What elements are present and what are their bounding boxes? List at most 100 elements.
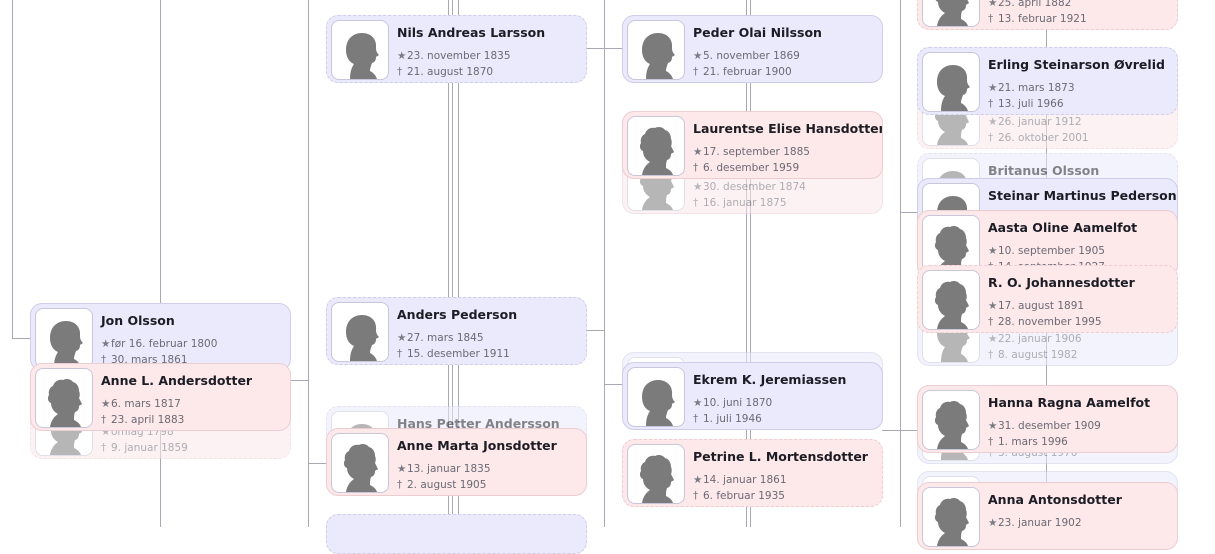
death-date-value: 2. august 1905 [407, 479, 487, 491]
birth-date: ★27. mars 1845 [397, 330, 510, 346]
connector-line [160, 0, 161, 527]
death-date: †21. februar 1900 [693, 64, 800, 80]
dagger-icon: † [988, 349, 994, 361]
person-dates: ★10. juni 1870 † 1. juli 1946 [693, 395, 772, 427]
birth-date-value: 17. august 1891 [998, 300, 1085, 312]
birth-date: ★13. januar 1835 [397, 461, 491, 477]
birth-date-value: 10. september 1905 [998, 245, 1105, 257]
birth-date-value: 27. mars 1845 [407, 332, 484, 344]
death-date-value: 1. juli 1946 [703, 413, 762, 425]
connector-line [12, 0, 13, 338]
star-icon: ★ [693, 397, 703, 409]
death-date: †28. november 1995 [988, 314, 1102, 330]
dagger-icon: † [988, 316, 994, 328]
person-dates: ★25. april 1882†13. februar 1921 [988, 0, 1087, 27]
star-icon: ★ [988, 333, 998, 345]
star-icon: ★ [988, 517, 998, 529]
person-card-anne-l-andersdotter[interactable]: Anne L. Andersdotter★6. mars 1817†23. ap… [30, 363, 291, 431]
person-card-hanna-ragna-aamelfot[interactable]: Hanna Ragna Aamelfot★31. desember 1909†1… [917, 385, 1178, 453]
star-icon: ★ [397, 332, 407, 344]
connector-line [12, 338, 34, 339]
person-card-anne-marta-jonsdotter[interactable]: Anne Marta Jonsdotter★13. januar 1835†2.… [326, 428, 587, 496]
birth-date-value: 5. november 1869 [703, 50, 800, 62]
person-name: Peder Olai Nilsson [693, 25, 822, 40]
dagger-icon: † [988, 447, 994, 459]
person-name: Nils Andreas Larsson [397, 25, 546, 40]
death-date-value: 1. mars 1996 [998, 436, 1068, 448]
birth-date: ★26. januar 1912 [988, 114, 1089, 130]
female-silhouette-icon [922, 270, 980, 330]
birth-date: ★17. september 1885 [693, 144, 810, 160]
person-card-laurentse-elise-hansdotter[interactable]: Laurentse Elise Hansdotter ★17. september… [622, 111, 883, 179]
person-dates: ★22. januar 1906†8. august 1982 [988, 331, 1082, 363]
birth-date-value: 21. mars 1873 [998, 82, 1075, 94]
male-silhouette-icon [627, 20, 685, 80]
dagger-icon: † [693, 413, 699, 425]
death-date: †9. januar 1859 [101, 440, 188, 456]
person-dates: ★26. januar 1912†26. oktober 2001 [988, 114, 1089, 146]
star-icon: ★ [988, 420, 998, 432]
person-dates: ★5. november 1869†21. februar 1900 [693, 48, 800, 80]
person-card-ekrem-k-jeremiassen[interactable]: Ekrem K. Jeremiassen ★10. juni 1870 † 1. ju… [622, 362, 883, 430]
dagger-icon: † [988, 98, 994, 110]
star-icon: ★ [988, 245, 998, 257]
person-card-petrine-l-mortensdotter[interactable]: Petrine L. Mortensdotter★14. januar 1861… [622, 439, 883, 507]
male-silhouette-icon [331, 302, 389, 362]
person-name: Hanna Ragna Aamelfot [988, 395, 1151, 410]
star-icon: ★ [988, 116, 998, 128]
person-card-nils-andreas-larsson[interactable]: Nils Andreas Larsson★23. november 1835†2… [326, 15, 587, 83]
death-date: †6. februar 1935 [693, 488, 787, 504]
death-date-value: 13. juli 1966 [998, 98, 1064, 110]
connector-line [308, 463, 328, 464]
person-card-anna-antonsdotter[interactable]: Anna Antonsdotter★23. januar 1902 [917, 482, 1178, 550]
dagger-icon: † [693, 490, 699, 502]
person-name: Petrine L. Mortensdotter [693, 449, 868, 464]
death-date-value: 16. januar 1875 [703, 197, 787, 209]
star-icon: ★ [988, 300, 998, 312]
birth-date-value: 23. januar 1902 [998, 517, 1082, 529]
connector-line [448, 0, 449, 527]
male-silhouette-icon [35, 308, 93, 368]
person-dates: ★21. mars 1873†13. juli 1966 [988, 80, 1075, 112]
birth-date: ★22. januar 1906 [988, 331, 1082, 347]
person-card-jon-olsson[interactable]: Jon Olsson★før 16. februar 1800†30. mars… [30, 303, 291, 371]
birth-date-value: 13. januar 1835 [407, 463, 491, 475]
death-date: †2. august 1905 [397, 477, 491, 493]
birth-date: ★23. november 1835 [397, 48, 511, 64]
connector-line [586, 330, 604, 331]
person-name: Anders Pederson [397, 307, 518, 322]
female-silhouette-icon [331, 433, 389, 493]
dagger-icon: † [988, 13, 994, 25]
person-card-peder-olai-nilsson[interactable]: Peder Olai Nilsson★5. november 1869†21. … [622, 15, 883, 83]
dagger-icon: † [988, 436, 994, 448]
connector-line [308, 0, 309, 527]
birth-date: ★10. september 1905 [988, 243, 1105, 259]
person-name: Jon Olsson [101, 313, 175, 328]
star-icon: ★ [988, 0, 998, 9]
death-date-value: 26. oktober 2001 [998, 132, 1089, 144]
connector-line [750, 0, 751, 527]
star-icon: ★ [693, 181, 703, 193]
death-date-value: 9. januar 1859 [111, 442, 188, 454]
person-card-top-right[interactable]: ★25. april 1882†13. februar 1921 [917, 0, 1178, 30]
birth-date: ★før 16. februar 1800 [101, 336, 217, 352]
female-silhouette-icon [922, 390, 980, 450]
person-card-erling-steinarson-ovrelid[interactable]: Erling Steinarson Øvrelid★21. mars 1873†… [917, 47, 1178, 115]
person-name: Ekrem K. Jeremiassen [693, 372, 847, 387]
connector-line [604, 0, 605, 527]
person-card-r-o-johannesdotter[interactable]: R. O. Johannesdotter★17. august 1891†28.… [917, 265, 1178, 333]
birth-date: ★10. juni 1870 [693, 395, 772, 411]
birth-date-value: 10. juni 1870 [703, 397, 773, 409]
death-date: †8. august 1982 [988, 347, 1082, 363]
person-card-bottom-col2[interactable] [326, 514, 587, 554]
birth-date-value: 14. januar 1861 [703, 474, 787, 486]
male-silhouette-icon [627, 367, 685, 427]
birth-date-value: 30. desember 1874 [703, 181, 806, 193]
death-date-value: 13. februar 1921 [998, 13, 1087, 25]
person-dates: ★17. september 1885†6. desember 1959 [693, 144, 810, 176]
person-name: Laurentse Elise Hansdotter [693, 121, 883, 136]
person-dates: ★23. januar 1902 [988, 515, 1082, 531]
birth-date: ★30. desember 1874 [693, 179, 806, 195]
person-card-anders-pederson[interactable]: Anders Pederson★27. mars 1845†15. desemb… [326, 297, 587, 365]
birth-date-value: 17. september 1885 [703, 146, 810, 158]
